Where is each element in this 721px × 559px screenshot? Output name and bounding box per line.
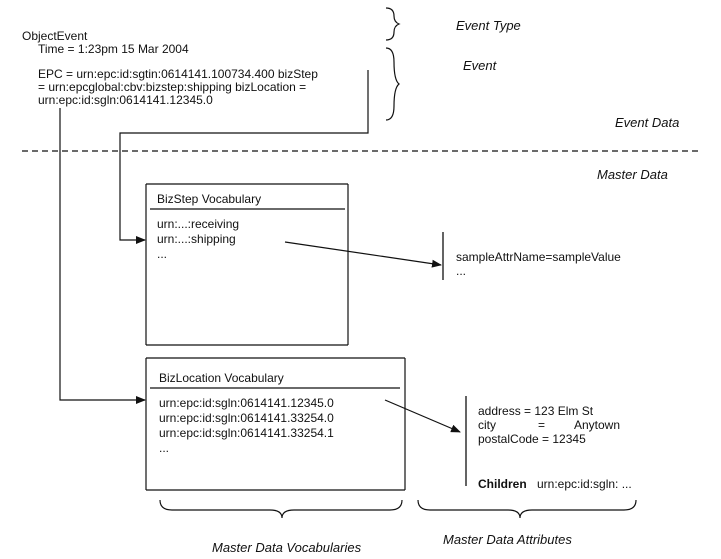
attr-postal-code: postalCode = 12345 bbox=[478, 432, 586, 446]
bizlocation-connector bbox=[59, 108, 146, 404]
bizstep-attr-arrow bbox=[284, 241, 442, 268]
epc-line-1: EPC = urn:epc:id:sgtin:0614141.100734.40… bbox=[38, 67, 318, 81]
attr-address: address = 123 Elm St bbox=[478, 404, 594, 418]
master-data-label: Master Data bbox=[597, 167, 668, 182]
event-type-brace bbox=[385, 7, 401, 41]
epc-line-2: = urn:epcglobal:cbv:bizstep:shipping biz… bbox=[38, 80, 307, 94]
attributes-label: Master Data Attributes bbox=[443, 532, 572, 547]
event-time: Time = 1:23pm 15 Mar 2004 bbox=[38, 42, 189, 56]
event-brace bbox=[385, 47, 400, 121]
bizlocation-vocabulary-title: BizLocation Vocabulary bbox=[159, 371, 284, 385]
vocabularies-brace bbox=[159, 499, 403, 519]
bizstep-vocabulary-box: BizStep Vocabulary urn:...:receiving urn… bbox=[146, 184, 348, 345]
event-data-label: Event Data bbox=[615, 115, 680, 130]
attr-city-label: city bbox=[478, 418, 496, 432]
vocabularies-label: Master Data Vocabularies bbox=[212, 540, 362, 555]
attr-city-equals: = bbox=[538, 418, 546, 432]
event-name: ObjectEvent bbox=[22, 29, 88, 43]
bizstep-attr-item: sampleAttrName=sampleValue bbox=[456, 250, 621, 264]
event-label: Event bbox=[463, 58, 497, 73]
bizlocation-attr-arrow bbox=[384, 399, 461, 433]
attr-children-label: Children bbox=[478, 477, 527, 491]
bizstep-item: urn:...:shipping bbox=[157, 232, 236, 246]
bizstep-vocabulary-title: BizStep Vocabulary bbox=[157, 192, 262, 206]
attr-city-value: Anytown bbox=[574, 418, 621, 432]
bizstep-item: urn:...:receiving bbox=[157, 217, 240, 231]
attr-children-value: urn:epc:id:sgln: ... bbox=[537, 477, 632, 491]
bizstep-connector bbox=[119, 70, 369, 244]
bizlocation-item: ... bbox=[159, 441, 170, 455]
event-type-label: Event Type bbox=[456, 18, 521, 33]
bizlocation-item: urn:epc:id:sgln:0614141.33254.1 bbox=[159, 426, 334, 440]
attributes-brace bbox=[417, 499, 637, 519]
bizstep-item: ... bbox=[157, 247, 168, 261]
bizlocation-vocabulary-box: BizLocation Vocabulary urn:epc:id:sgln:0… bbox=[146, 358, 405, 490]
bizlocation-item: urn:epc:id:sgln:0614141.33254.0 bbox=[159, 411, 334, 425]
bizlocation-item: urn:epc:id:sgln:0614141.12345.0 bbox=[159, 396, 334, 410]
epc-line-3: urn:epc:id:sgln:0614141.12345.0 bbox=[38, 93, 213, 107]
bizstep-attr-item: ... bbox=[456, 264, 467, 278]
